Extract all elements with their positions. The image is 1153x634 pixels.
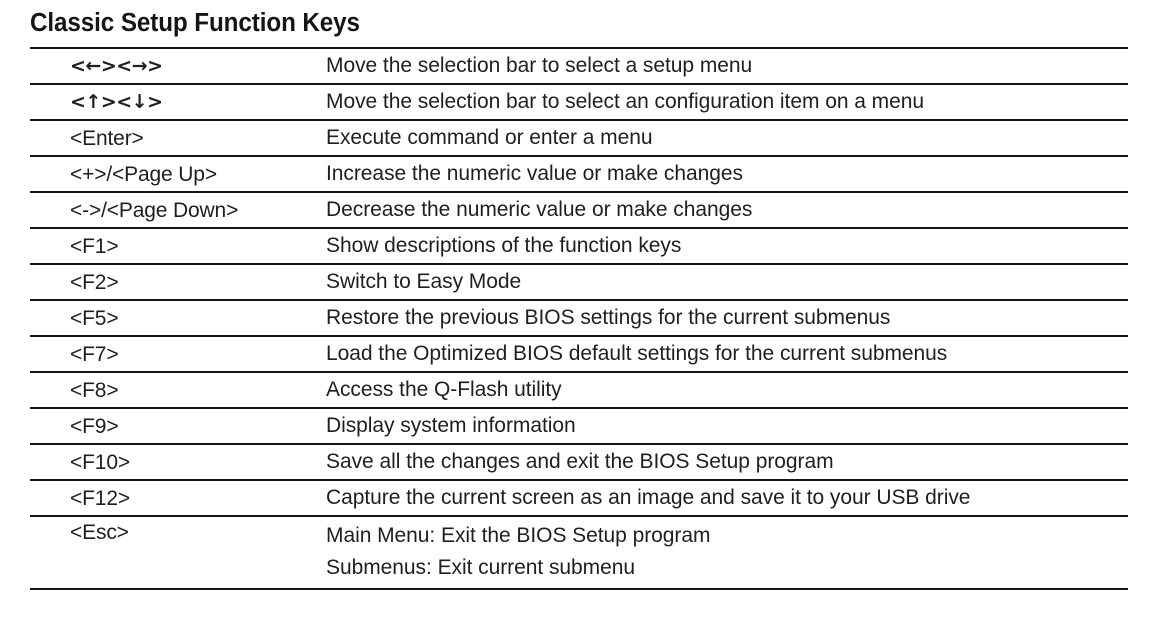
key-cell: <->/<Page Down>	[30, 191, 318, 228]
description-line: Submenus: Exit current submenu	[326, 556, 635, 579]
description-cell: Save all the changes and exit the BIOS S…	[318, 443, 1128, 480]
table-row: <Enter> Execute command or enter a menu	[30, 119, 1128, 156]
key-label: <↑><↓>	[70, 91, 163, 113]
description-line: Save all the changes and exit the BIOS S…	[326, 450, 834, 473]
description-cell: Move the selection bar to select a setup…	[318, 47, 1128, 84]
key-cell: <←><→>	[30, 47, 318, 84]
description-cell: Restore the previous BIOS settings for t…	[318, 299, 1128, 336]
description-line: Show descriptions of the function keys	[326, 234, 682, 257]
description-line: Load the Optimized BIOS default settings…	[326, 342, 948, 365]
description-line: Main Menu: Exit the BIOS Setup program	[326, 524, 711, 547]
key-label: <F1>	[70, 234, 119, 258]
description-line: Move the selection bar to select an conf…	[326, 90, 924, 113]
key-cell: <F9>	[30, 407, 318, 444]
key-label: <F2>	[70, 270, 119, 294]
table-row: <F2> Switch to Easy Mode	[30, 263, 1128, 300]
description-line: Decrease the numeric value or make chang…	[326, 198, 753, 221]
table-row: <F1> Show descriptions of the function ke…	[30, 227, 1128, 264]
key-cell: <F10>	[30, 443, 318, 480]
table-row: <←><→> Move the selection bar to select a…	[30, 47, 1128, 84]
key-cell: <+>/<Page Up>	[30, 155, 318, 192]
description-cell: Decrease the numeric value or make chang…	[318, 191, 1128, 228]
key-cell: <F8>	[30, 371, 318, 408]
description-cell: Increase the numeric value or make chang…	[318, 155, 1128, 192]
description-line: Display system information	[326, 414, 576, 437]
table-row: <->/<Page Down> Decrease the numeric valu…	[30, 191, 1128, 228]
description-line: Execute command or enter a menu	[326, 126, 653, 149]
description-line: Access the Q-Flash utility	[326, 378, 562, 401]
key-cell: <F12>	[30, 479, 318, 516]
description-cell: Load the Optimized BIOS default settings…	[318, 335, 1128, 372]
key-cell: <↑><↓>	[30, 83, 318, 120]
table-row: <F8> Access the Q-Flash utility	[30, 371, 1128, 408]
key-cell: <Enter>	[30, 119, 318, 156]
table-row: <F5> Restore the previous BIOS settings f…	[30, 299, 1128, 336]
key-label: <F8>	[70, 378, 119, 402]
key-cell: <F7>	[30, 335, 318, 372]
key-cell: <Esc>	[30, 515, 318, 590]
key-label: <Esc>	[70, 521, 129, 544]
description-cell: Switch to Easy Mode	[318, 263, 1128, 300]
description-cell: Show descriptions of the function keys	[318, 227, 1128, 264]
key-label: <←><→>	[70, 55, 163, 77]
key-cell: <F5>	[30, 299, 318, 336]
table-row: <F9> Display system information	[30, 407, 1128, 444]
key-label: <F5>	[70, 306, 119, 330]
key-label: <+>/<Page Up>	[70, 162, 217, 186]
table-row: <F7> Load the Optimized BIOS default sett…	[30, 335, 1128, 372]
description-line: Increase the numeric value or make chang…	[326, 162, 743, 185]
description-cell: Execute command or enter a menu	[318, 119, 1128, 156]
description-cell: Display system information	[318, 407, 1128, 444]
table-row: <F10> Save all the changes and exit the B…	[30, 443, 1128, 480]
description-line: Switch to Easy Mode	[326, 270, 522, 293]
key-label: <F9>	[70, 414, 119, 438]
function-keys-table: <←><→> Move the selection bar to select a…	[30, 47, 1128, 590]
description-cell: Capture the current screen as an image a…	[318, 479, 1128, 516]
key-cell: <F2>	[30, 263, 318, 300]
table-row: <↑><↓> Move the selection bar to select a…	[30, 83, 1128, 120]
key-label: <F10>	[70, 450, 130, 474]
key-label: <F7>	[70, 342, 119, 366]
function-keys-table-body: <←><→> Move the selection bar to select a…	[30, 47, 1128, 590]
key-label: <->/<Page Down>	[70, 198, 239, 222]
table-row: <+>/<Page Up> Increase the numeric value …	[30, 155, 1128, 192]
description-cell: Move the selection bar to select an conf…	[318, 83, 1128, 120]
key-label: <Enter>	[70, 126, 144, 150]
description-line: Move the selection bar to select a setup…	[326, 54, 753, 77]
table-row: <Esc> Main Menu: Exit the BIOS Setup prog…	[30, 515, 1128, 590]
description-line: Restore the previous BIOS settings for t…	[326, 306, 891, 329]
key-label: <F12>	[70, 486, 130, 510]
description-line: Capture the current screen as an image a…	[326, 486, 971, 509]
description-cell: Access the Q-Flash utility	[318, 371, 1128, 408]
table-row: <F12> Capture the current screen as an im…	[30, 479, 1128, 516]
key-cell: <F1>	[30, 227, 318, 264]
page-title: Classic Setup Function Keys	[30, 9, 360, 37]
